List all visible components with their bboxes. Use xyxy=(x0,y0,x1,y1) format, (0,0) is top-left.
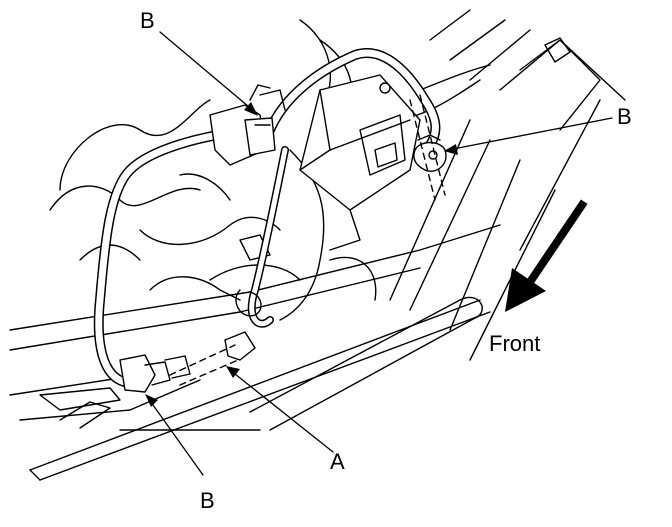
callout-b-bottom: B xyxy=(200,488,215,513)
floor-panel-lines xyxy=(9,224,501,481)
front-rod xyxy=(119,296,483,431)
harness-clips xyxy=(119,84,447,393)
wiring-harness xyxy=(93,48,441,389)
callout-b-top-left: B xyxy=(140,8,155,33)
alignment-dashes xyxy=(169,94,446,386)
callout-leaders xyxy=(147,31,613,476)
callout-a: A xyxy=(330,449,345,474)
background-wiring xyxy=(49,19,491,321)
control-unit xyxy=(299,74,421,251)
callout-b-right: B xyxy=(617,104,632,129)
front-direction-arrow xyxy=(505,199,588,312)
callout-arrowheads xyxy=(145,102,458,407)
front-label: Front xyxy=(489,331,541,356)
